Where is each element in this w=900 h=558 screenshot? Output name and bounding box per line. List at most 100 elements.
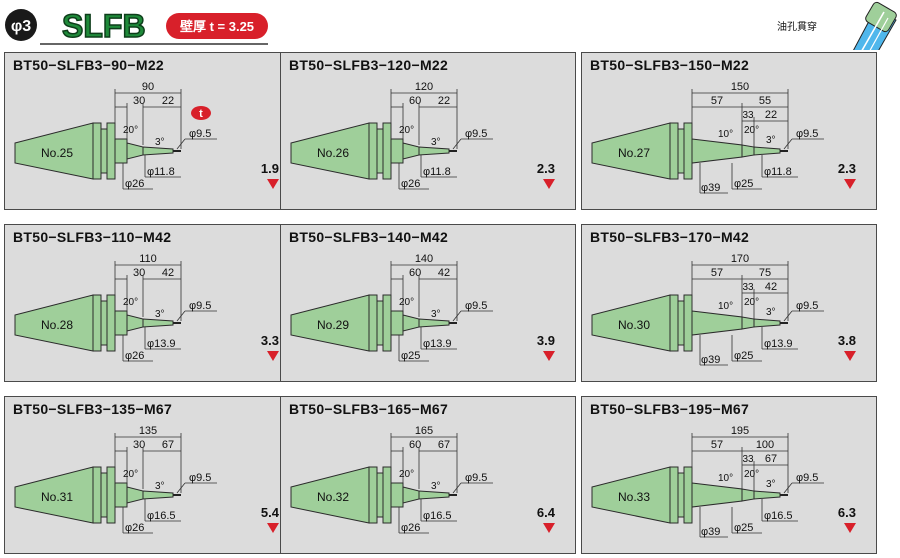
flange-left [92, 466, 102, 524]
flange-right [683, 294, 693, 352]
dim-seg-d-label: 22 [765, 109, 777, 121]
diameter-base: φ25 [734, 178, 753, 190]
diameter-tip: φ9.5 [189, 300, 211, 312]
holder-number: No.29 [317, 318, 349, 332]
dim-seg-b-label: 67 [162, 439, 174, 451]
flange-right [106, 122, 116, 180]
leader-tip [452, 310, 462, 322]
weight-value: 3.8 [838, 333, 856, 348]
holder-body [591, 466, 788, 524]
dim-seg-a-label: 30 [133, 267, 145, 279]
neck-collar [390, 138, 404, 164]
product-title: BT50−SLFB3−120−M22 [289, 57, 449, 73]
weight-value: 2.3 [838, 161, 856, 176]
leader-tip [176, 310, 186, 322]
product-title: BT50−SLFB3−110−M42 [13, 229, 172, 245]
weight-arrow [543, 179, 555, 189]
dim-total-label: 110 [139, 253, 157, 265]
diameter-mid: φ11.8 [764, 166, 792, 178]
dim-seg-d-label: 42 [765, 281, 777, 293]
leader-tip [176, 482, 186, 494]
flange-left [368, 466, 378, 524]
dim-seg-b-label: 42 [162, 267, 174, 279]
taper-20 [741, 488, 755, 502]
leader-tip [783, 138, 793, 150]
leader-tip [783, 310, 793, 322]
diameter-base: φ26 [125, 178, 144, 190]
diameter-mid: φ16.5 [147, 510, 176, 522]
leader-tip [452, 482, 462, 494]
weight-value: 1.9 [261, 161, 279, 176]
holder-body [14, 122, 181, 180]
taper-angle-a: 20° [399, 297, 414, 308]
t-badge-shape [191, 106, 211, 120]
weight-value: 2.3 [537, 161, 555, 176]
taper-angle-a: 20° [123, 297, 138, 308]
tool-tip [173, 322, 181, 324]
taper-3 [142, 318, 174, 328]
flange-right [683, 466, 693, 524]
dim-total-label: 165 [415, 425, 433, 437]
taper-angle-b: 3° [431, 309, 441, 320]
diameter-tip: φ9.5 [796, 472, 818, 484]
diameter-mid: φ13.9 [147, 338, 176, 350]
holder-number: No.25 [41, 146, 73, 160]
flange-right [106, 466, 116, 524]
weight-arrow [844, 179, 856, 189]
oil-hole-label: 油孔貫穿 [777, 20, 817, 33]
product-title: BT50−SLFB3−90−M22 [13, 57, 165, 73]
taper-angle-a: 20° [123, 125, 138, 136]
flange-left [669, 466, 679, 524]
leader-tip [783, 482, 793, 494]
taper-3 [142, 146, 174, 156]
weight-arrow [543, 351, 555, 361]
dim-seg-a-label: 60 [409, 439, 421, 451]
taper-3 [418, 146, 450, 156]
flange-left [669, 294, 679, 352]
tool-tip [780, 494, 788, 496]
weight-arrow [844, 523, 856, 533]
holder-number: No.30 [618, 318, 650, 332]
taper-3 [753, 146, 781, 156]
taper-20 [126, 314, 144, 332]
taper-angle-a: 20° [399, 469, 414, 480]
product-title: BT50−SLFB3−140−M42 [289, 229, 449, 245]
flange-groove [677, 128, 685, 174]
taper-angle-c: 3° [766, 135, 776, 146]
leader-tip [452, 138, 462, 150]
dim-seg-a-label: 60 [409, 95, 421, 107]
header-graphic: φ3 SLFB 壁厚 t = 3.25 油孔貫穿 [5, 1, 897, 77]
holder-number: No.32 [317, 490, 349, 504]
holder-number: No.28 [41, 318, 73, 332]
dim-seg-b-label: 100 [756, 439, 774, 451]
outer-neck [691, 310, 743, 336]
diameter-tip: φ9.5 [189, 128, 211, 140]
dim-seg-c-label: 33 [742, 282, 754, 293]
t-badge-label: t [199, 108, 203, 120]
flange-groove [677, 472, 685, 518]
weight-arrow [844, 351, 856, 361]
taper-3 [753, 318, 781, 328]
dim-total-label: 170 [731, 253, 749, 265]
taper-angle-b: 20° [744, 125, 759, 136]
diameter-base: φ25 [734, 522, 753, 534]
dim-total-label: 195 [731, 425, 749, 437]
weight-value: 3.3 [261, 333, 279, 348]
neck-collar [390, 482, 404, 508]
diameter-base: φ26 [125, 522, 144, 534]
tool-tip [449, 494, 457, 496]
dim-seg-d-label: 67 [765, 453, 777, 465]
holder-body [14, 466, 181, 524]
diameter-outer: φ39 [701, 182, 720, 194]
dim-seg-b-label: 22 [162, 95, 174, 107]
taper-20 [741, 316, 755, 330]
